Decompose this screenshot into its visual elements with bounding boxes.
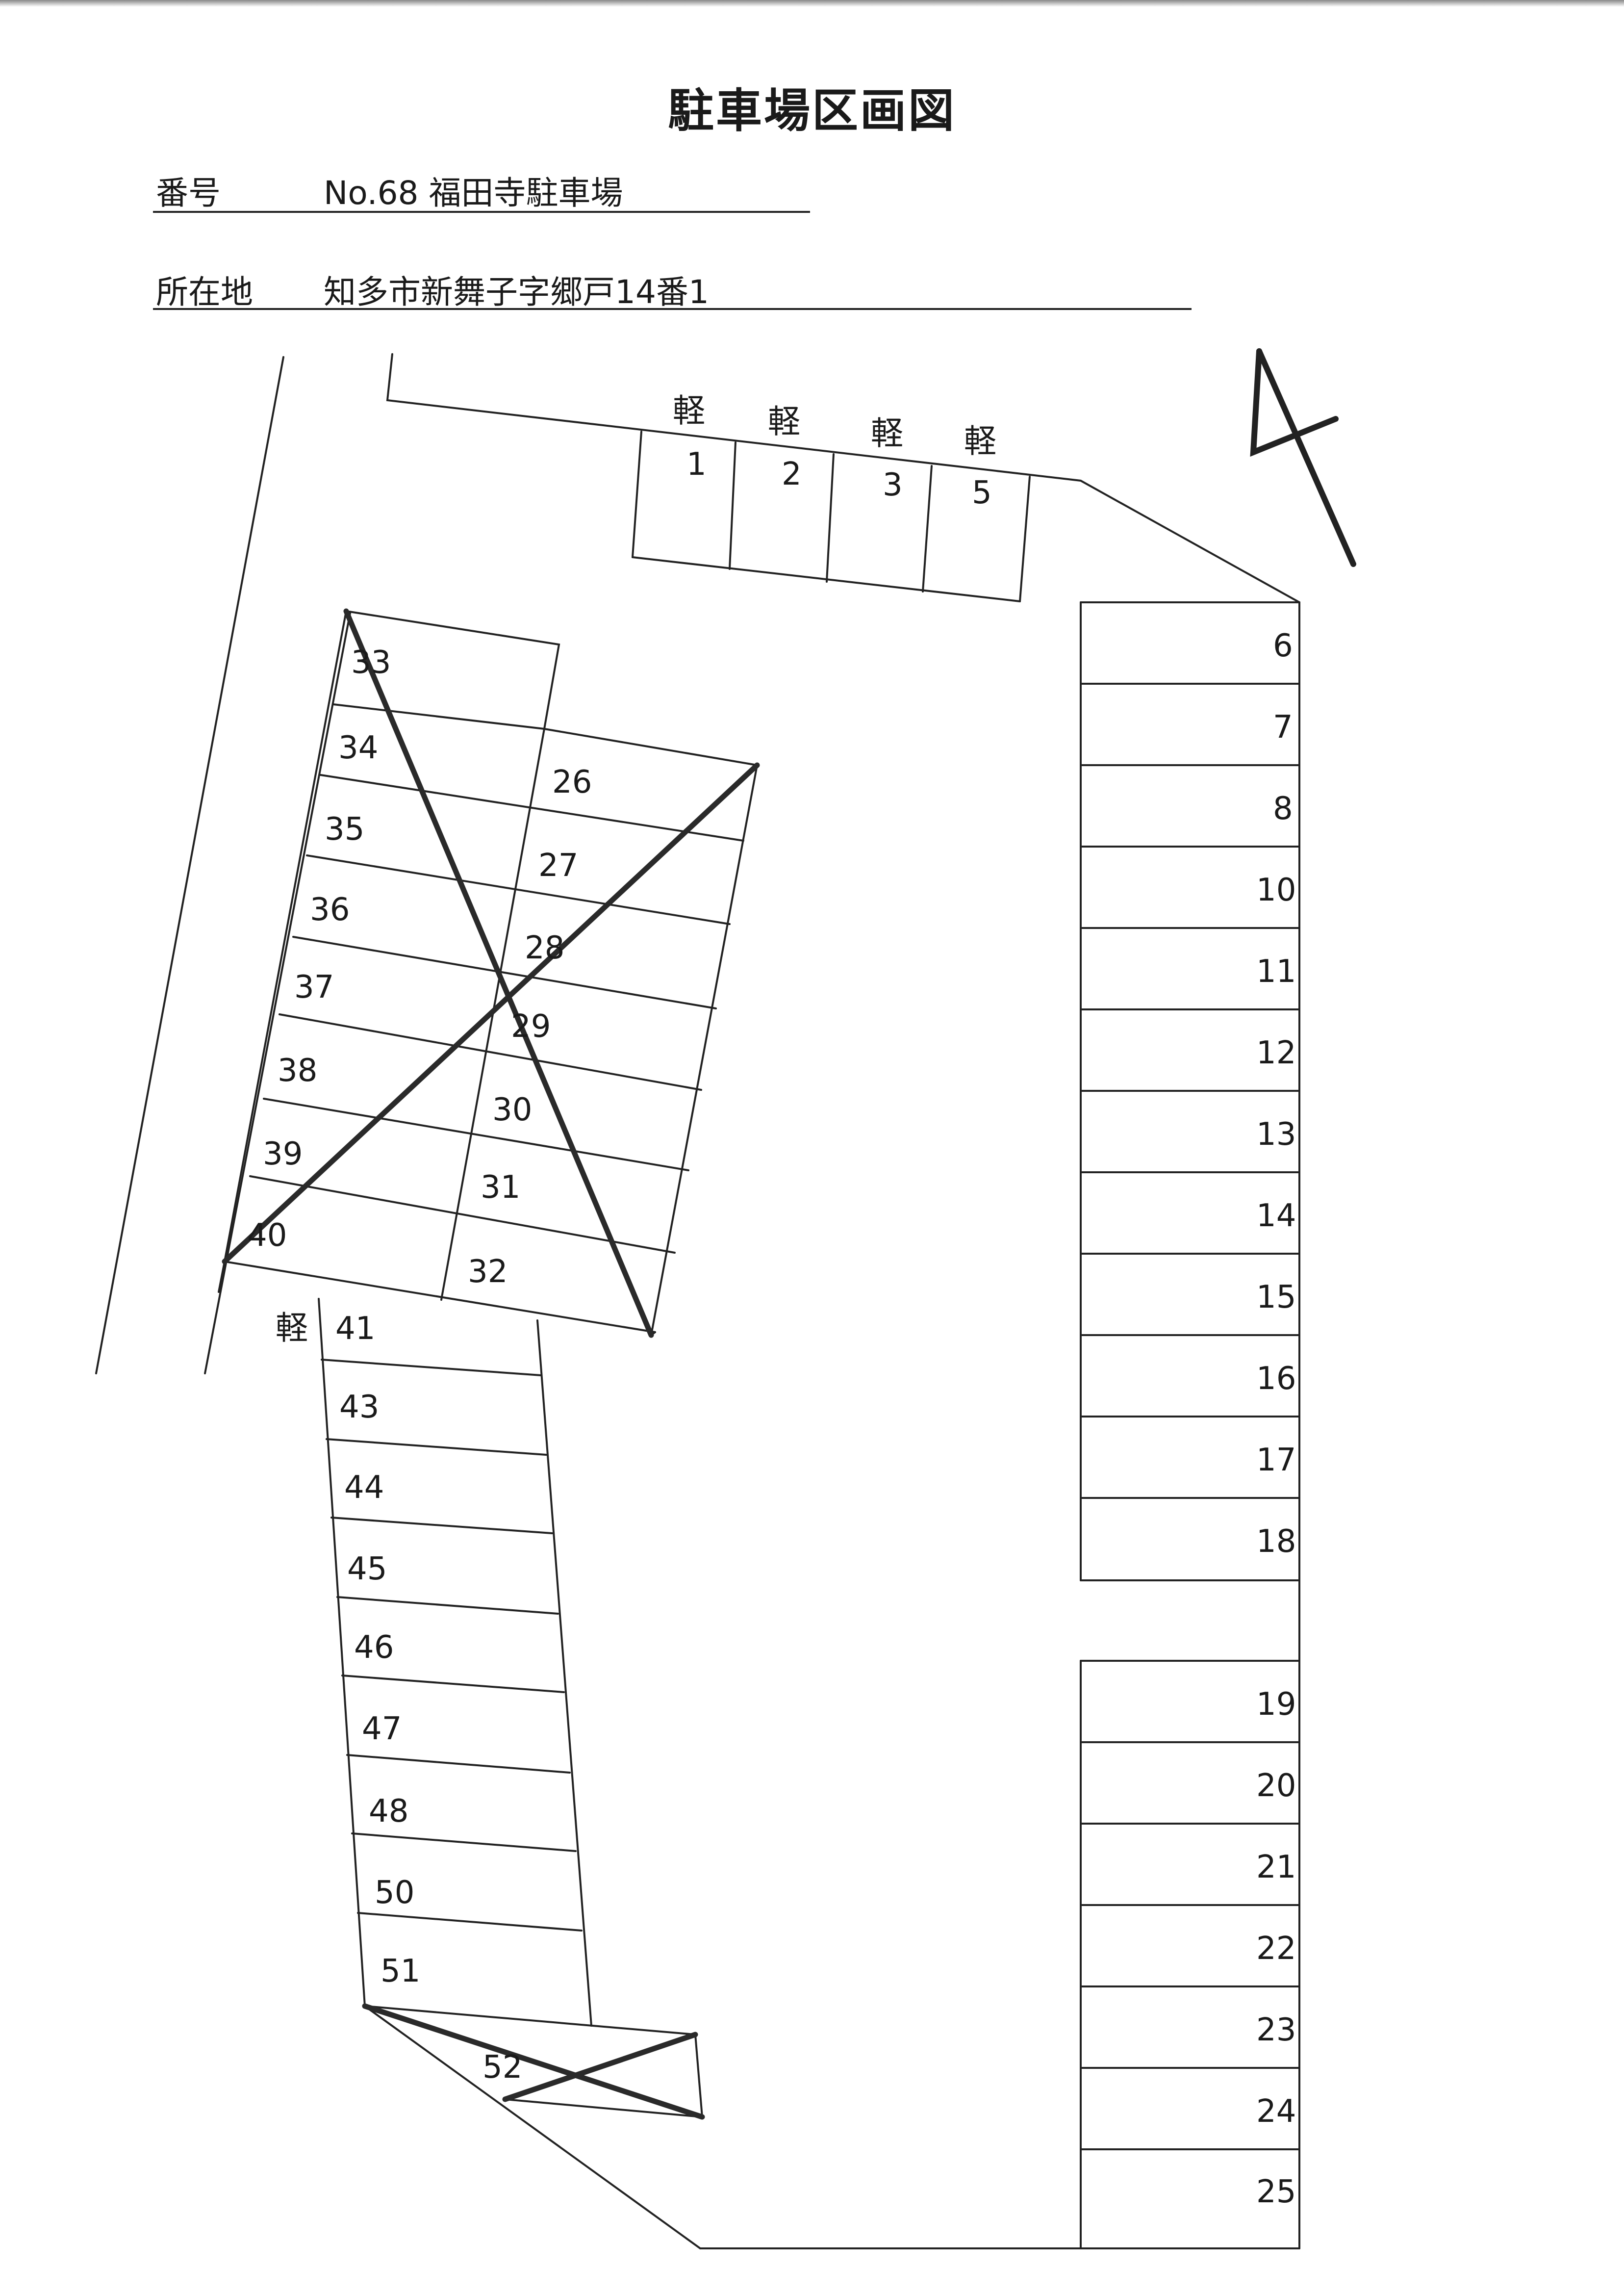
space-number: 26 xyxy=(552,764,592,800)
space-number: 16 xyxy=(1256,1361,1296,1397)
space-number: 20 xyxy=(1256,1768,1296,1804)
space-number: 25 xyxy=(1256,2174,1296,2210)
space-number: 41 xyxy=(335,1311,375,1347)
left-column-spaces xyxy=(318,1298,701,2249)
location-label: 所在地 xyxy=(156,273,253,311)
space-number: 34 xyxy=(338,730,378,766)
kei-label: 軽 xyxy=(673,392,705,430)
bottom-cell-52 xyxy=(364,2005,704,2118)
space-number: 6 xyxy=(1273,628,1293,664)
space-number: 27 xyxy=(538,848,578,884)
cross-out-line xyxy=(222,762,760,1264)
tilted-block-spaces xyxy=(218,610,758,1336)
space-number: 32 xyxy=(468,1254,508,1290)
cross-out-line xyxy=(362,2003,705,2120)
space-number: 14 xyxy=(1256,1198,1296,1234)
space-number: 3 xyxy=(883,467,903,503)
space-number: 45 xyxy=(347,1551,387,1587)
space-number: 39 xyxy=(263,1136,303,1172)
space-number: 12 xyxy=(1256,1035,1296,1071)
kei-label: 軽 xyxy=(276,1309,308,1347)
space-number: 21 xyxy=(1256,1849,1296,1885)
space-number: 18 xyxy=(1256,1523,1296,1560)
road-edge-outer xyxy=(95,356,284,1374)
space-number: 13 xyxy=(1256,1116,1296,1153)
space-number: 51 xyxy=(381,1953,420,1989)
space-number: 33 xyxy=(351,644,391,681)
space-number: 44 xyxy=(344,1469,384,1506)
space-number: 31 xyxy=(481,1169,520,1206)
space-number: 50 xyxy=(375,1875,414,1911)
space-number: 15 xyxy=(1256,1279,1296,1315)
space-number: 7 xyxy=(1273,709,1293,746)
space-number: 46 xyxy=(354,1629,394,1666)
location-value: 知多市新舞子字郷戸14番1 xyxy=(324,273,709,311)
space-number: 5 xyxy=(972,475,992,511)
cross-out-line xyxy=(502,2032,698,2102)
north-arrow-icon xyxy=(1256,348,1356,567)
kei-label: 軽 xyxy=(964,422,996,460)
page-title: 駐車場区画図 xyxy=(667,84,956,138)
number-label: 番号 xyxy=(156,174,221,212)
space-number: 30 xyxy=(492,1092,532,1128)
space-number: 24 xyxy=(1256,2093,1296,2130)
space-number: 8 xyxy=(1273,791,1293,827)
location-underline xyxy=(153,308,1192,310)
road-edge-inner xyxy=(204,612,351,1374)
space-number: 10 xyxy=(1256,872,1296,908)
space-number: 22 xyxy=(1256,1931,1296,1967)
space-number: 48 xyxy=(369,1793,408,1830)
right-column-spaces xyxy=(699,601,1300,2249)
space-number: 36 xyxy=(310,892,350,928)
space-number: 40 xyxy=(247,1217,287,1254)
space-number: 28 xyxy=(525,930,564,966)
cross-out-line xyxy=(343,608,654,1338)
kei-label: 軽 xyxy=(768,403,800,440)
scan-edge xyxy=(0,0,1624,7)
lot-boundary-top xyxy=(386,353,1300,603)
space-number: 52 xyxy=(482,2049,522,2086)
space-number: 1 xyxy=(686,446,707,483)
space-number: 29 xyxy=(511,1008,551,1045)
north-arrow-icon xyxy=(1250,348,1339,457)
kei-label: 軽 xyxy=(871,414,903,452)
space-number: 35 xyxy=(325,811,364,848)
top-row-spaces xyxy=(632,431,1031,602)
number-value: No.68 福田寺駐車場 xyxy=(324,174,623,212)
number-underline xyxy=(153,211,810,213)
space-number: 38 xyxy=(278,1053,317,1089)
space-number: 19 xyxy=(1256,1686,1296,1723)
space-number: 43 xyxy=(339,1389,379,1425)
space-number: 47 xyxy=(362,1711,402,1747)
space-number: 2 xyxy=(782,456,802,492)
space-number: 23 xyxy=(1256,2012,1296,2048)
space-number: 37 xyxy=(294,969,334,1005)
space-number: 11 xyxy=(1256,954,1296,990)
space-number: 17 xyxy=(1256,1442,1296,1478)
